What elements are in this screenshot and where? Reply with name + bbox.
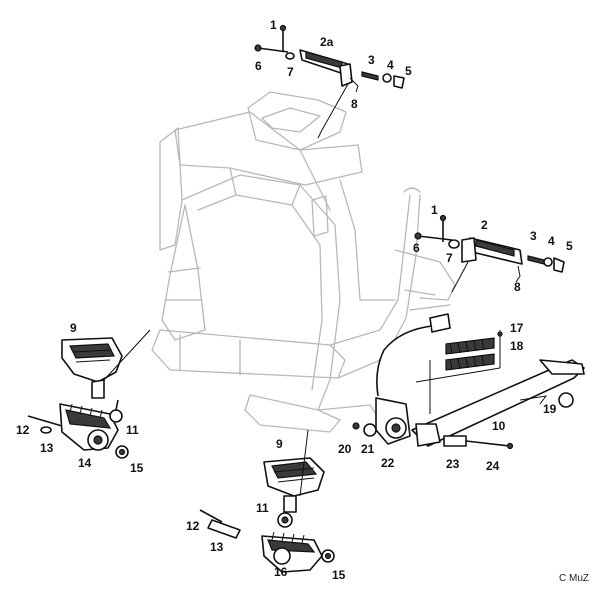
label-21: 21 bbox=[361, 442, 375, 456]
label-left-14: 14 bbox=[78, 456, 92, 470]
label-low-9: 9 bbox=[276, 437, 283, 451]
label-10: 10 bbox=[492, 419, 506, 433]
label-22: 22 bbox=[381, 456, 395, 470]
label-low-12: 12 bbox=[186, 519, 200, 533]
label-top-2a: 2a bbox=[320, 35, 334, 49]
label-mid-2: 2 bbox=[481, 218, 488, 232]
motorcycle-frame bbox=[151, 91, 456, 433]
label-mid-5: 5 bbox=[566, 239, 573, 253]
label-23: 23 bbox=[446, 457, 460, 471]
label-24: 24 bbox=[486, 459, 500, 473]
label-top-4: 4 bbox=[387, 58, 394, 72]
label-top-3: 3 bbox=[368, 53, 375, 67]
label-low-15: 15 bbox=[332, 568, 346, 582]
label-20: 20 bbox=[338, 442, 352, 456]
label-left-11: 11 bbox=[126, 423, 139, 437]
label-left-12: 12 bbox=[16, 423, 30, 437]
label-17: 17 bbox=[510, 321, 524, 335]
part-labels: 1 2a 3 4 5 6 7 8 1 2 3 4 5 6 7 8 9 11 12… bbox=[16, 18, 573, 582]
label-mid-6: 6 bbox=[413, 241, 420, 255]
label-mid-1: 1 bbox=[431, 203, 438, 217]
label-top-5: 5 bbox=[405, 64, 412, 78]
label-mid-3: 3 bbox=[530, 229, 537, 243]
label-low-16: 16 bbox=[274, 565, 288, 579]
label-mid-8: 8 bbox=[514, 280, 521, 294]
label-mid-7: 7 bbox=[446, 251, 453, 265]
label-left-15: 15 bbox=[130, 461, 144, 475]
label-low-11: 11 bbox=[256, 501, 269, 515]
side-stand-assembly bbox=[352, 313, 585, 450]
label-18: 18 bbox=[510, 339, 524, 353]
label-19: 19 bbox=[543, 402, 557, 416]
label-top-7: 7 bbox=[287, 65, 294, 79]
copyright-credit: C MuZ bbox=[559, 573, 589, 584]
label-mid-4: 4 bbox=[548, 234, 555, 248]
label-left-9: 9 bbox=[70, 321, 77, 335]
rear-footrest-bracket-lower bbox=[414, 214, 565, 293]
front-footrest-right bbox=[199, 429, 335, 573]
label-top-6: 6 bbox=[255, 59, 262, 73]
rear-footrest-bracket-upper bbox=[254, 24, 405, 139]
label-left-13: 13 bbox=[40, 441, 54, 455]
label-top-1: 1 bbox=[270, 18, 277, 32]
front-footrest-left bbox=[27, 329, 151, 459]
label-top-8: 8 bbox=[351, 97, 358, 111]
label-low-13: 13 bbox=[210, 540, 224, 554]
